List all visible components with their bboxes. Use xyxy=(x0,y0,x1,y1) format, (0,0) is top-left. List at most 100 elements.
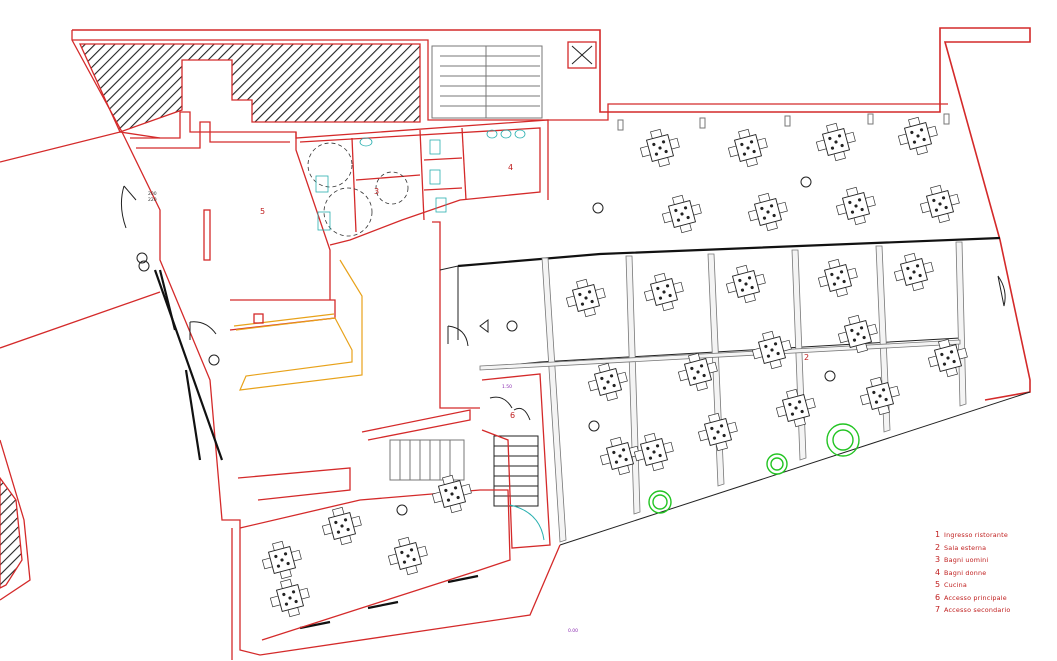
place-setting xyxy=(453,486,458,490)
room-number-main-access: 6 xyxy=(510,411,515,420)
place-setting xyxy=(274,554,278,559)
place-setting xyxy=(606,380,610,384)
table-with-chairs xyxy=(919,184,960,224)
place-setting xyxy=(738,278,742,283)
place-setting xyxy=(712,436,717,440)
place-setting xyxy=(828,136,832,141)
left-boundary-wall xyxy=(71,30,561,656)
place-setting xyxy=(794,406,798,410)
table-with-chairs xyxy=(727,128,768,168)
place-setting xyxy=(696,370,700,374)
place-setting xyxy=(664,149,668,154)
stair-6-steps xyxy=(494,445,538,497)
place-setting xyxy=(283,552,288,556)
place-setting xyxy=(652,450,656,454)
place-setting xyxy=(654,152,659,156)
place-setting xyxy=(908,276,913,280)
place-setting xyxy=(402,560,407,564)
place-setting xyxy=(618,454,622,458)
table-with-chairs xyxy=(633,432,674,472)
place-setting xyxy=(910,130,914,135)
place-setting xyxy=(683,206,688,210)
place-setting xyxy=(446,498,451,502)
place-setting xyxy=(840,143,844,148)
kitchen-lower-wall-2 xyxy=(361,409,471,441)
bathroom-divider-2 xyxy=(419,129,425,221)
place-setting xyxy=(906,266,910,271)
place-setting xyxy=(346,527,350,532)
place-setting xyxy=(334,520,338,525)
kitchen-counters xyxy=(233,259,363,391)
bathroom-divider-4 xyxy=(355,174,421,181)
place-setting xyxy=(912,270,916,274)
place-setting xyxy=(456,495,460,500)
table-with-chairs xyxy=(817,258,858,298)
outer-wall-inner xyxy=(72,39,948,121)
place-setting xyxy=(409,548,414,552)
table-with-chairs xyxy=(639,128,680,168)
place-setting xyxy=(658,453,662,458)
dim-mark-2: 220 xyxy=(148,197,157,203)
place-setting xyxy=(859,326,864,330)
table-with-chairs xyxy=(815,122,856,162)
left-neighbor-wall-3 xyxy=(0,439,31,601)
stairwell-top xyxy=(431,45,543,119)
place-setting xyxy=(944,205,948,210)
table-with-chairs xyxy=(261,540,302,580)
room-number-men-bathroom: 3 xyxy=(374,187,379,196)
place-setting xyxy=(280,558,284,562)
place-setting xyxy=(852,338,857,342)
place-setting xyxy=(874,400,879,404)
place-setting xyxy=(742,152,747,156)
place-setting xyxy=(662,290,666,294)
bathroom-divider-1 xyxy=(351,137,357,233)
place-setting xyxy=(764,344,768,349)
place-setting xyxy=(932,198,936,203)
table-with-chairs xyxy=(893,252,934,292)
place-setting xyxy=(676,218,681,222)
place-setting xyxy=(862,335,866,340)
table-with-chairs xyxy=(697,412,738,452)
bathroom-divider-5 xyxy=(423,157,463,161)
place-setting xyxy=(286,561,290,566)
place-setting xyxy=(942,362,947,366)
hatched-wall-top xyxy=(78,43,421,133)
place-setting xyxy=(916,134,920,138)
bathroom-block-wall xyxy=(295,119,549,200)
place-setting xyxy=(690,366,694,371)
place-setting xyxy=(692,376,697,380)
place-setting xyxy=(940,352,944,357)
hatched-wall-left xyxy=(0,476,23,589)
place-setting xyxy=(722,433,726,438)
place-setting xyxy=(343,518,348,522)
place-setting xyxy=(747,276,752,280)
place-setting xyxy=(587,290,592,294)
bathroom-block-wall-2 xyxy=(299,127,541,246)
table-with-chairs xyxy=(677,352,718,392)
table-with-chairs xyxy=(643,272,684,312)
terrace-boundary xyxy=(457,236,1001,268)
place-setting xyxy=(710,426,714,431)
place-setting xyxy=(646,446,650,451)
place-setting xyxy=(790,412,795,416)
table-with-chairs xyxy=(835,186,876,226)
place-setting xyxy=(336,530,341,534)
place-setting xyxy=(912,140,917,144)
place-setting xyxy=(772,213,776,218)
shaft xyxy=(567,41,597,69)
place-setting xyxy=(938,202,942,206)
table-with-chairs xyxy=(387,536,428,576)
bathroom-divider-3 xyxy=(461,127,467,201)
place-setting xyxy=(773,342,778,346)
windows xyxy=(158,269,479,630)
place-setting xyxy=(674,208,678,213)
terrace-edge xyxy=(439,265,459,340)
room-number-kitchen: 5 xyxy=(260,207,265,216)
place-setting xyxy=(881,388,886,392)
place-setting xyxy=(836,276,840,280)
